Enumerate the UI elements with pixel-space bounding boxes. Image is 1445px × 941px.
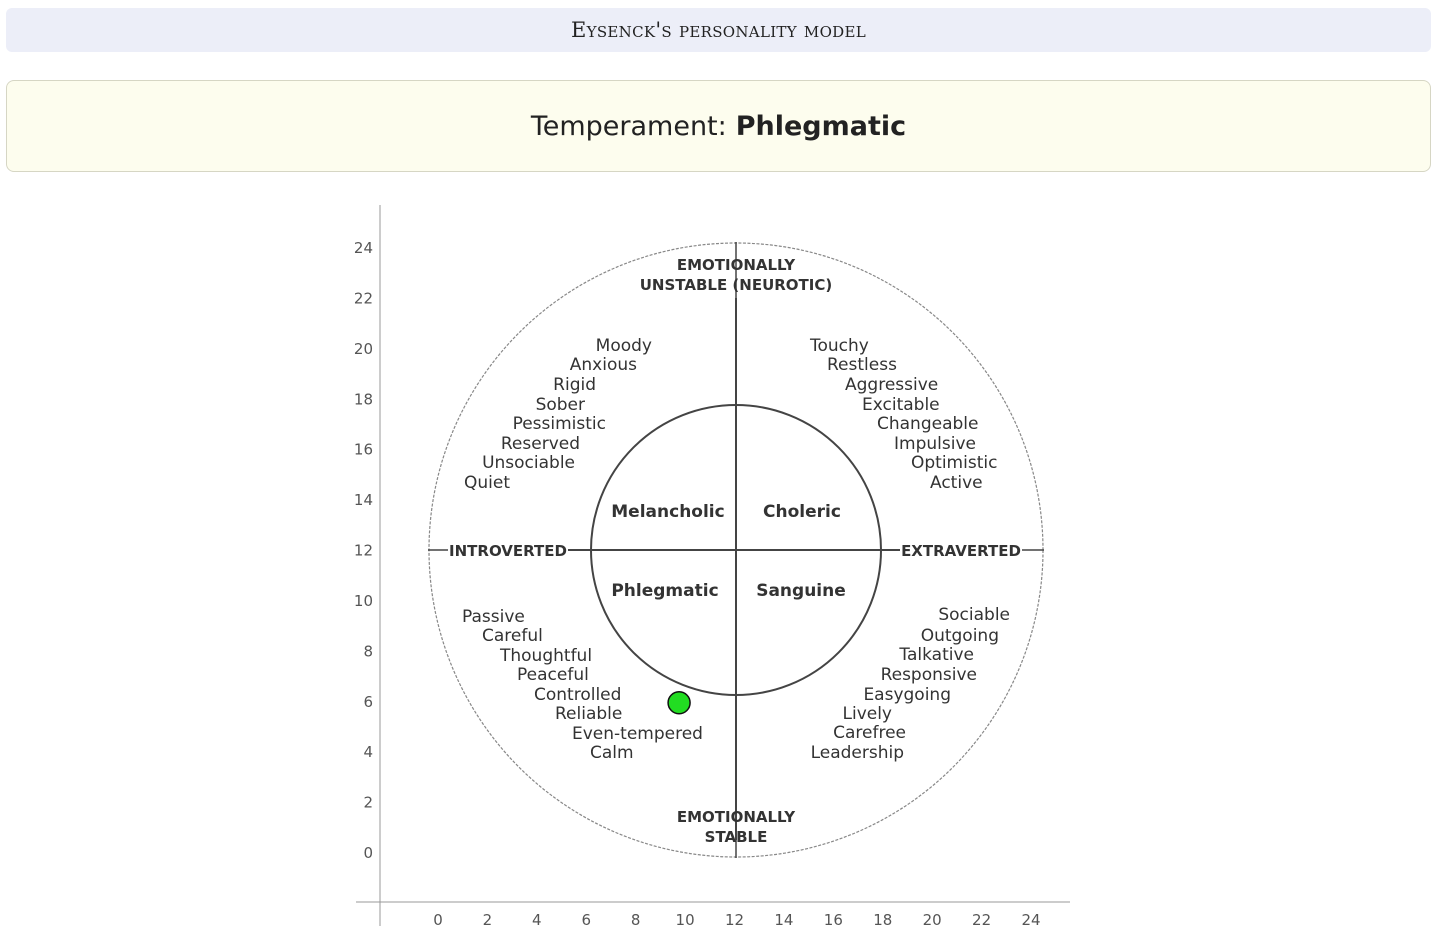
trait: Talkative — [898, 645, 974, 665]
temperament-sanguine: Sanguine — [756, 581, 846, 601]
right-label: EXTRAVERTED — [901, 542, 1021, 560]
traits-upper-left: Moody Anxious Rigid Sober Pessimistic Re… — [464, 336, 652, 493]
trait: Moody — [596, 336, 652, 356]
x-tick-label: 12 — [725, 911, 744, 929]
trait: Changeable — [877, 414, 978, 434]
title-bar: Eysenck's personality model — [6, 8, 1431, 52]
eysenck-diagram: EMOTIONALLY UNSTABLE (NEUROTIC) EMOTIONA… — [428, 242, 1044, 858]
trait: Excitable — [862, 395, 940, 415]
trait: Touchy — [809, 336, 869, 356]
trait: Impulsive — [894, 434, 976, 454]
data-points — [667, 691, 691, 715]
result-panel: Temperament: Phlegmatic — [6, 80, 1431, 172]
trait: Passive — [462, 607, 525, 627]
trait: Carefree — [833, 723, 906, 743]
y-tick-label: 20 — [354, 340, 373, 358]
trait: Optimistic — [911, 453, 997, 473]
trait: Lively — [843, 704, 893, 724]
trait: Reserved — [501, 434, 580, 454]
trait: Controlled — [534, 685, 621, 705]
traits-upper-right: Touchy Restless Aggressive Excitable Cha… — [809, 336, 997, 493]
x-tick-label: 14 — [774, 911, 793, 929]
trait: Anxious — [570, 355, 637, 375]
top-label-line2: UNSTABLE (NEUROTIC) — [640, 276, 833, 294]
trait: Rigid — [553, 375, 596, 395]
trait: Pessimistic — [513, 414, 606, 434]
trait: Sociable — [938, 605, 1010, 625]
top-label-line1: EMOTIONALLY — [677, 256, 796, 274]
trait: Active — [930, 473, 983, 493]
temperament-choleric: Choleric — [763, 502, 841, 522]
bottom-label-line2: STABLE — [705, 828, 768, 846]
y-tick-label: 4 — [363, 743, 373, 761]
x-tick-label: 22 — [972, 911, 991, 929]
trait: Sober — [536, 395, 585, 415]
y-tick-label: 12 — [354, 542, 373, 560]
x-tick-label: 2 — [483, 911, 493, 929]
trait: Easygoing — [863, 685, 951, 705]
x-tick-label: 20 — [923, 911, 942, 929]
x-tick-label: 4 — [532, 911, 542, 929]
left-label: INTROVERTED — [449, 542, 567, 560]
trait: Careful — [482, 626, 543, 646]
trait: Aggressive — [845, 375, 938, 395]
trait: Outgoing — [921, 626, 999, 646]
x-tick-label: 0 — [433, 911, 443, 929]
traits-lower-right: Sociable Outgoing Talkative Responsive E… — [811, 605, 1010, 763]
trait: Calm — [590, 743, 634, 763]
trait: Reliable — [555, 704, 622, 724]
y-tick-label: 0 — [363, 844, 373, 862]
trait: Thoughtful — [499, 646, 592, 666]
trait: Peaceful — [517, 665, 589, 685]
x-tick-label: 6 — [581, 911, 591, 929]
bottom-label-line1: EMOTIONALLY — [677, 808, 796, 826]
y-tick-label: 2 — [363, 794, 373, 812]
trait: Unsociable — [482, 453, 575, 473]
y-tick-label: 24 — [354, 239, 373, 257]
y-tick-label: 8 — [363, 642, 373, 660]
trait: Leadership — [811, 743, 904, 763]
trait: Restless — [827, 355, 897, 375]
x-tick-label: 18 — [873, 911, 892, 929]
y-tick-label: 18 — [354, 390, 373, 408]
temperament-value: Phlegmatic — [735, 110, 907, 142]
y-tick-label: 22 — [354, 289, 373, 307]
y-tick-label: 10 — [354, 592, 373, 610]
x-tick-label: 8 — [631, 911, 641, 929]
x-tick-label: 24 — [1021, 911, 1040, 929]
result-label: Temperament: — [530, 110, 727, 142]
y-tick-label: 16 — [354, 441, 373, 459]
traits-lower-left: Passive Careful Thoughtful Peaceful Cont… — [462, 607, 703, 763]
page-title: Eysenck's personality model — [570, 18, 867, 42]
x-tick-label: 16 — [824, 911, 843, 929]
temperament-phlegmatic: Phlegmatic — [611, 581, 718, 601]
trait: Responsive — [881, 665, 977, 685]
score-point — [667, 691, 691, 715]
temperament-melancholic: Melancholic — [611, 502, 724, 522]
x-tick-label: 10 — [676, 911, 695, 929]
trait: Quiet — [464, 473, 510, 493]
trait: Even-tempered — [572, 724, 703, 744]
y-tick-label: 14 — [354, 491, 373, 509]
y-tick-label: 6 — [363, 693, 373, 711]
